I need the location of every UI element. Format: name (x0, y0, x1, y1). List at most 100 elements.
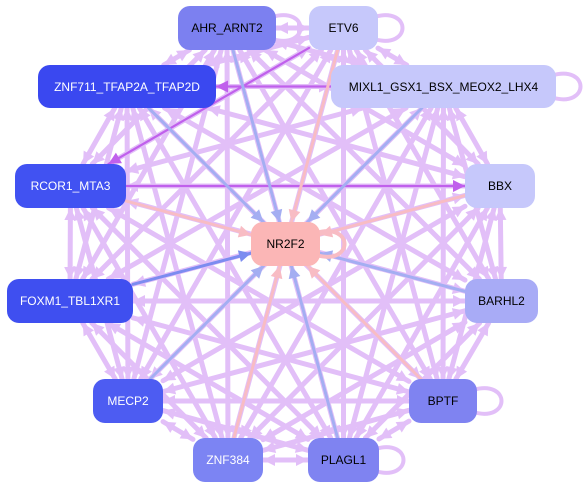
edge-arrowhead (163, 53, 178, 65)
edge-to-center (289, 264, 340, 440)
edge-arrowhead (453, 180, 465, 192)
edge-arrowhead (392, 108, 407, 120)
edge-arrowhead (237, 250, 251, 262)
node-bbx[interactable]: BBX (465, 164, 535, 208)
edge-arrowhead (113, 365, 125, 379)
node-bptf[interactable]: BPTF (409, 379, 477, 423)
network-edge (238, 105, 434, 441)
edge-arrowhead (395, 421, 409, 433)
edge-arrowhead (451, 322, 465, 334)
edge-arrowhead (176, 50, 190, 62)
node-rcor1-mta3[interactable]: RCOR1_MTA3 (15, 164, 126, 208)
edge-arrowhead (121, 366, 134, 379)
edge-arrowhead (476, 150, 488, 164)
edge-arrowhead (250, 209, 264, 222)
edge-arrowhead (437, 366, 450, 379)
edge-arrowhead (133, 315, 147, 327)
edge-arrowhead (139, 108, 151, 122)
edge-arrowhead (164, 108, 178, 120)
network-edge (224, 47, 231, 441)
edge-arrowhead (379, 427, 393, 439)
edge-to-center (131, 251, 253, 286)
edge-arrowhead (82, 323, 94, 337)
node-mixl1-gsx1-bsx-meox2-lhx4[interactable]: MIXL1_GSX1_BSX_MEOX2_LHX4 (331, 65, 556, 108)
node-label: NR2F2 (266, 237, 305, 251)
edge-arrowhead (163, 407, 177, 420)
node-label: ZNF711_TFAP2A_TFAP2D (54, 79, 200, 94)
edge-arrowhead (270, 208, 283, 222)
edge-arrowhead (349, 105, 363, 117)
edge-arrowhead (263, 454, 275, 466)
edge-arrowhead (465, 208, 479, 221)
edge-arrowhead (451, 206, 465, 218)
edge-arrowhead (64, 208, 77, 221)
self-loop-edge (472, 386, 504, 416)
edge-arrowhead (64, 266, 77, 279)
node-barhl2[interactable]: BARHL2 (465, 279, 538, 323)
edge-to-center (231, 48, 282, 224)
edge-to-center (148, 264, 265, 381)
node-label: ETV6 (328, 21, 359, 35)
edge-arrowhead (307, 209, 321, 222)
self-loop-edge (271, 13, 303, 43)
edge-arrowhead (108, 267, 122, 279)
edge-arrowhead (455, 365, 468, 379)
node-ahr-arnt2[interactable]: AHR_ARNT2 (178, 6, 276, 50)
edge-arrowhead (163, 369, 177, 381)
network-edge (237, 47, 433, 382)
network-edge (204, 34, 312, 68)
edge-arrowhead (107, 323, 122, 335)
edge-arrowhead (451, 268, 465, 281)
edge-arrowhead (455, 108, 467, 122)
edge-arrowhead (216, 80, 228, 93)
network-edge (162, 105, 468, 283)
edge-arrowhead (397, 395, 409, 407)
edge-arrowhead (446, 365, 458, 379)
edge-arrowhead (270, 266, 283, 280)
edge-arrowhead (494, 208, 507, 221)
node-label: PLAGL1 (320, 453, 367, 467)
edge-arrowhead (263, 441, 277, 454)
edge-arrowhead (288, 208, 301, 222)
edge-arrowhead (378, 48, 392, 60)
edge-arrowhead (486, 265, 499, 279)
edge-to-center (306, 264, 423, 381)
edge-arrowhead (130, 108, 142, 122)
edge-arrowhead (419, 108, 432, 122)
edge-arrowhead (73, 208, 86, 222)
node-plagl1[interactable]: PLAGL1 (308, 438, 379, 482)
node-mecp2[interactable]: MECP2 (93, 379, 163, 423)
node-nr2f2[interactable]: NR2F2 (251, 222, 320, 266)
node-label: BPTF (427, 394, 459, 408)
edge-arrowhead (121, 108, 134, 121)
node-label: RCOR1_MTA3 (30, 179, 111, 193)
node-label: FOXM1_TBL1XR1 (19, 294, 121, 308)
edge-arrowhead (112, 108, 125, 122)
self-loop-edge (374, 445, 406, 475)
edge-arrowhead (108, 208, 123, 220)
edge-arrowhead (451, 167, 465, 180)
edge-arrowhead (365, 425, 379, 438)
node-label: ZNF384 (206, 453, 250, 467)
network-edge (136, 105, 334, 441)
edge-arrowhead (395, 370, 409, 382)
edge-arrowhead (495, 266, 508, 279)
edge-arrowhead (477, 265, 489, 279)
edge-arrowhead (428, 108, 441, 122)
edge-arrowhead (308, 50, 322, 63)
node-etv6[interactable]: ETV6 (309, 6, 378, 50)
edge-arrowhead (133, 295, 145, 307)
node-znf384[interactable]: ZNF384 (193, 438, 263, 482)
self-loop-edge (373, 13, 405, 43)
edge-arrowhead (204, 424, 216, 438)
edge-arrowhead (193, 425, 207, 438)
node-foxm1-tbl1xr1[interactable]: FOXM1_TBL1XR1 (7, 279, 133, 323)
edge-arrowhead (103, 108, 115, 122)
edge-arrowhead (465, 151, 479, 164)
node-znf711-tfap2a-tfap2d[interactable]: ZNF711_TFAP2A_TFAP2D (38, 65, 216, 108)
edge-arrowhead (453, 295, 465, 307)
edge-arrowhead (294, 441, 308, 453)
edge-arrowhead (83, 208, 95, 222)
